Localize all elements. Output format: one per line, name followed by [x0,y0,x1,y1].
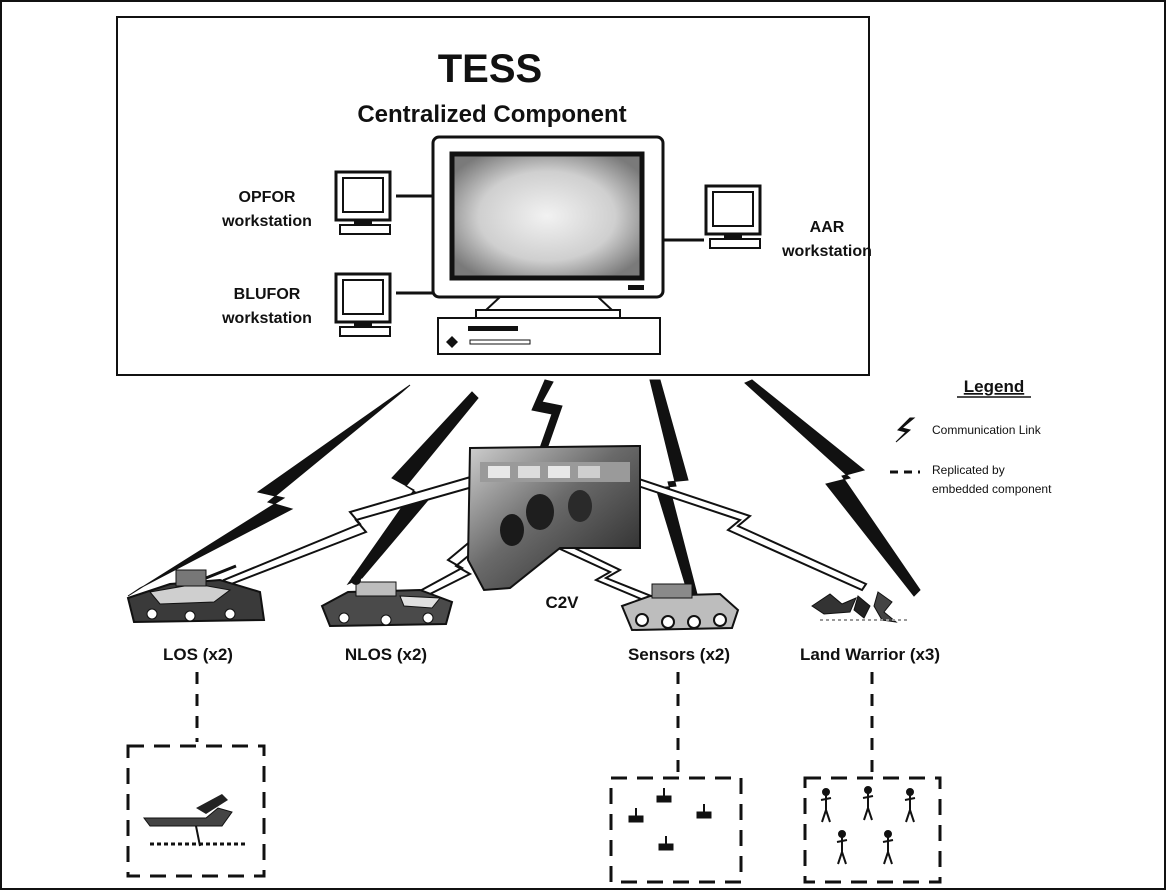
legend-title: Legend [964,377,1024,396]
los-label: LOS (x2) [163,645,233,664]
land-warrior-embedded-soldiers [820,786,916,865]
link-central-to-los [127,384,411,597]
lightning-bolt-icon [895,417,916,443]
opfor-label-line1: OPFOR [239,189,296,206]
blufor-workstation-icon [334,272,392,337]
central-title: TESS [438,47,542,91]
land-warrior-embedded-box [803,776,942,884]
main-monitor-icon [431,135,665,355]
c2v-label: C2V [545,593,579,612]
opfor-workstation-icon [334,170,392,235]
central-subtitle: Centralized Component [357,101,626,128]
los-vehicle-icon [126,564,266,624]
land-warrior-label: Land Warrior (x3) [800,645,940,664]
link-central-to-nlos [346,391,479,586]
c2v-photo [466,444,641,592]
blufor-label-line1: BLUFOR [234,286,301,303]
opfor-label-line2: workstation [221,213,312,230]
los-embedded-box [126,744,266,878]
legend: Legend Communication Link Replicated by … [890,377,1052,496]
legend-replicated-line2: embedded component [932,482,1052,496]
aar-workstation-icon [704,184,762,249]
legend-communication-link: Communication Link [932,423,1042,437]
legend-replicated-line1: Replicated by [932,463,1005,477]
aar-label-line2: workstation [781,243,872,260]
link-central-to-c2v [531,379,563,449]
link-central-to-land-warrior [744,379,921,597]
blufor-label-line2: workstation [221,310,312,327]
aar-label-line1: AAR [810,219,845,236]
land-warrior-icon [811,591,910,623]
nlos-vehicle-icon [320,575,454,628]
link-c2v-to-land-warrior [600,466,868,592]
sensors-label: Sensors (x2) [628,645,730,664]
sensors-embedded-icons [628,788,712,851]
sensors-vehicle-icon [620,583,740,632]
nlos-label: NLOS (x2) [345,645,427,664]
los-embedded-vehicle-icon [143,794,246,847]
sensors-embedded-box [609,776,743,884]
